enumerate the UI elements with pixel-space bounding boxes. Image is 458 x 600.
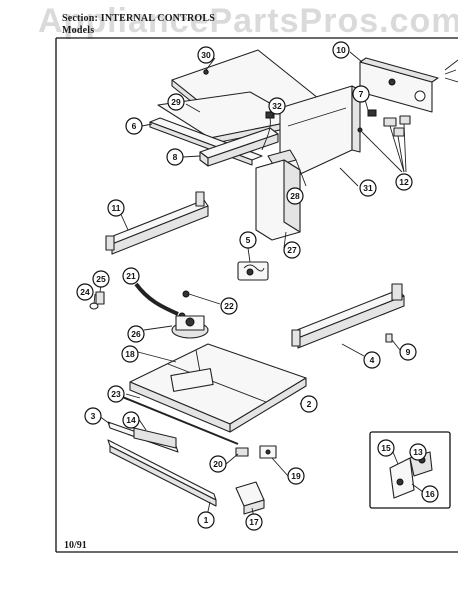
- svg-text:21: 21: [126, 271, 136, 281]
- svg-text:27: 27: [287, 245, 297, 255]
- svg-text:20: 20: [213, 459, 223, 469]
- part-harness-connector: [237, 261, 269, 281]
- callout-11: 11: [107, 199, 125, 217]
- callout-17: 17: [245, 513, 263, 531]
- part-rod: [119, 395, 239, 445]
- part-screw: [182, 290, 221, 305]
- svg-text:19: 19: [291, 471, 301, 481]
- svg-text:22: 22: [224, 301, 234, 311]
- callout-6: 6: [125, 117, 143, 135]
- part-control-bracket: [359, 57, 458, 113]
- callout-8: 8: [166, 148, 184, 166]
- svg-text:26: 26: [131, 329, 141, 339]
- part-wire-clip: [261, 111, 275, 151]
- svg-text:11: 11: [112, 203, 121, 213]
- callout-18: 18: [121, 345, 139, 363]
- svg-text:9: 9: [406, 347, 411, 357]
- callout-28: 28: [286, 187, 304, 205]
- svg-text:23: 23: [111, 389, 121, 399]
- svg-text:28: 28: [290, 191, 300, 201]
- callout-9: 9: [399, 343, 417, 361]
- callout-23: 23: [107, 385, 125, 403]
- callout-32: 32: [268, 97, 286, 115]
- svg-text:4: 4: [370, 355, 375, 365]
- callout-24: 24: [76, 283, 94, 301]
- callout-20: 20: [209, 455, 227, 473]
- callout-12: 12: [395, 173, 413, 191]
- callout-21: 21: [122, 267, 140, 285]
- svg-text:5: 5: [246, 235, 251, 245]
- part-switches: [357, 109, 411, 173]
- svg-text:24: 24: [80, 287, 90, 297]
- part-terminal-block: [235, 445, 277, 459]
- callout-4: 4: [363, 351, 381, 369]
- svg-text:16: 16: [425, 489, 435, 499]
- part-rear-panel: [279, 85, 361, 177]
- callout-30: 30: [197, 46, 215, 64]
- svg-text:7: 7: [359, 89, 364, 99]
- svg-text:1: 1: [204, 515, 209, 525]
- svg-text:17: 17: [249, 517, 259, 527]
- part-small-channel: [107, 421, 179, 453]
- part-bottom-rail: [107, 439, 217, 507]
- svg-text:3: 3: [91, 411, 96, 421]
- callout-14: 14: [122, 411, 140, 429]
- svg-text:30: 30: [201, 50, 211, 60]
- callout-29: 29: [167, 93, 185, 111]
- part-cable: [134, 282, 186, 320]
- callout-22: 22: [220, 297, 238, 315]
- section-title: Section: INTERNAL CONTROLS: [62, 13, 215, 24]
- svg-text:10: 10: [336, 45, 346, 55]
- models-label: Models: [62, 25, 95, 36]
- part-box-cover: [255, 159, 301, 241]
- callout-25: 25: [92, 270, 110, 288]
- part-valve: [171, 315, 209, 339]
- svg-text:31: 31: [363, 183, 373, 193]
- callout-27: 27: [283, 241, 301, 259]
- part-channel-bracket: [199, 127, 279, 167]
- callout-15: 15: [377, 439, 395, 457]
- callout-31: 31: [359, 179, 377, 197]
- svg-text:25: 25: [96, 274, 106, 284]
- svg-text:8: 8: [173, 152, 178, 162]
- part-long-rail: [291, 283, 405, 349]
- part-fasteners: [89, 291, 105, 310]
- callout-19: 19: [287, 467, 305, 485]
- callout-10: 10: [332, 41, 350, 59]
- callout-16: 16: [421, 485, 439, 503]
- callout-3: 3: [84, 407, 102, 425]
- svg-text:14: 14: [126, 415, 136, 425]
- svg-text:18: 18: [125, 349, 135, 359]
- callout-2: 2: [300, 395, 318, 413]
- part-angle-bracket: [105, 191, 209, 255]
- part-clip: [385, 333, 393, 343]
- svg-text:15: 15: [381, 443, 391, 453]
- callout-1: 1: [197, 511, 215, 529]
- callout-7: 7: [352, 85, 370, 103]
- svg-text:13: 13: [413, 447, 423, 457]
- callout-26: 26: [127, 325, 145, 343]
- revision-date: 10/91: [64, 540, 87, 551]
- svg-text:2: 2: [307, 399, 312, 409]
- callout-5: 5: [239, 231, 257, 249]
- part-small-bracket: [235, 481, 265, 515]
- svg-text:6: 6: [132, 121, 137, 131]
- callout-13: 13: [409, 443, 427, 461]
- svg-text:29: 29: [171, 97, 181, 107]
- svg-text:12: 12: [399, 177, 409, 187]
- svg-text:32: 32: [272, 101, 282, 111]
- part-base-plate: [129, 343, 307, 433]
